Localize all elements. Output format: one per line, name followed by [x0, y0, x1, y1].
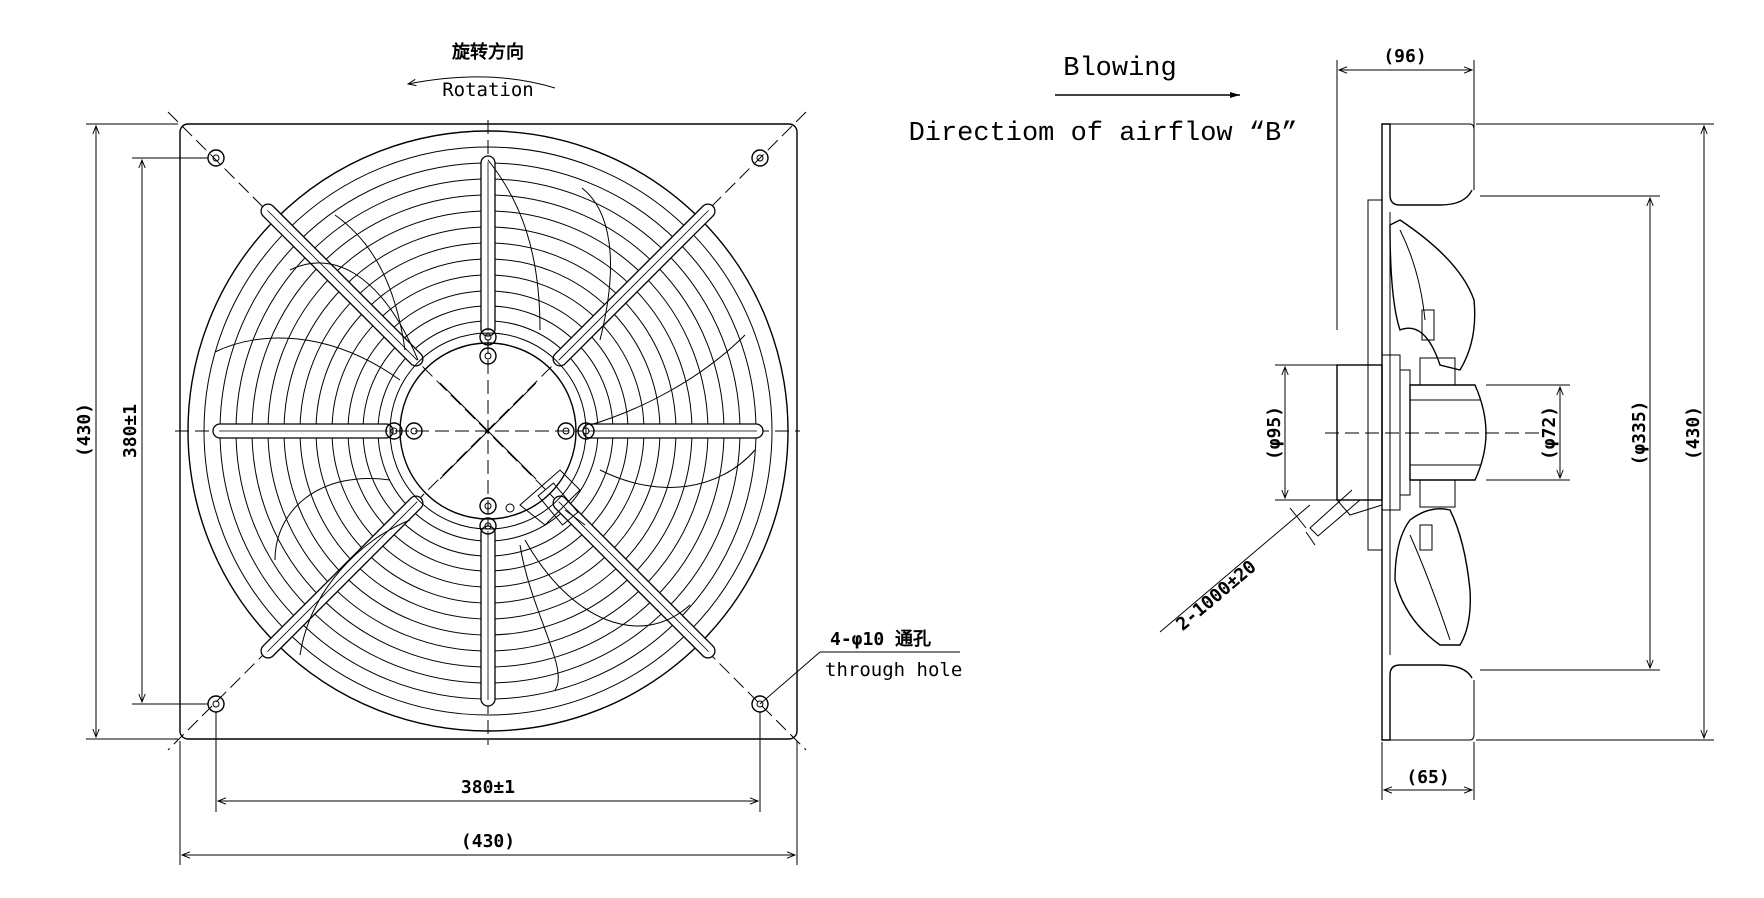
blade-3 [214, 337, 401, 381]
front-view: 旋转方向 Rotation (430) 380±1 380±1 (430) 4-… [74, 41, 962, 865]
dim-depth-top: (96) [1383, 46, 1426, 67]
blade-6 [299, 519, 411, 656]
guard-spoke [552, 203, 716, 367]
airflow-word: Blowing [1063, 54, 1176, 84]
guard-ring [187, 130, 789, 732]
guard-spoke [480, 155, 496, 337]
guard-spoke [212, 423, 394, 439]
cable-length: 2-1000±20 [1172, 556, 1260, 635]
guard-spoke [582, 423, 764, 439]
blade-4b [599, 449, 756, 488]
side-blade-bottom [1394, 508, 1471, 646]
airflow-direction: Directiom of airflow “B” [909, 119, 1298, 149]
blade-2b [334, 214, 406, 351]
guard-spoke [480, 525, 496, 707]
side-view: Blowing Directiom of airflow “B” (96) [909, 46, 1714, 800]
fan-blades [214, 159, 756, 691]
hole-spec-label: 4-φ10 通孔 [830, 629, 931, 650]
rotation-label-en: Rotation [442, 79, 534, 101]
blade-2 [289, 262, 419, 361]
cable [1309, 489, 1361, 537]
guard-spokes [212, 155, 764, 707]
motor-hub [399, 342, 577, 520]
guard-spoke [552, 495, 716, 659]
guard-ring [203, 146, 773, 716]
dim-hub-dia: (φ72) [1539, 406, 1560, 460]
dim-height-holes: 380±1 [120, 404, 141, 458]
dim-depth-bottom: (65) [1406, 767, 1449, 788]
dim-frame-height: (430) [1683, 406, 1704, 460]
rotation-label-cn: 旋转方向 [451, 41, 524, 63]
blade-1 [487, 159, 541, 331]
blade-1b [581, 187, 611, 341]
frame-flange-top [1381, 123, 1473, 741]
guard-spoke [260, 495, 424, 659]
hole-desc-label: through hole [825, 659, 962, 681]
rotation-arrow [406, 76, 556, 89]
hub-cross-2 [439, 382, 537, 480]
hub-bolts [385, 328, 595, 535]
blade-8 [524, 539, 691, 627]
dim-motor-dia: (φ95) [1264, 406, 1285, 460]
dim-height-overall: (430) [74, 403, 95, 457]
blade-4 [589, 334, 746, 426]
blade-7 [519, 544, 559, 691]
cable-gland [505, 469, 586, 526]
dim-width-overall: (430) [461, 831, 515, 852]
dim-width-holes: 380±1 [461, 777, 515, 798]
dim-impeller-dia: (φ335) [1629, 400, 1650, 465]
side-blade-top [1389, 219, 1476, 371]
blade-5 [274, 478, 391, 561]
guard-spoke [260, 203, 424, 367]
